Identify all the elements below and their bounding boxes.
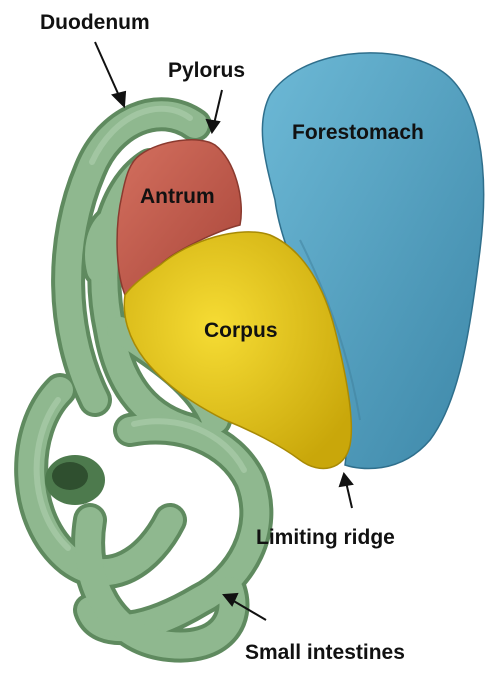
pylorus-arrow (214, 90, 222, 124)
pylorus-label: Pylorus (168, 60, 245, 81)
duodenum-label: Duodenum (40, 12, 150, 33)
duodenum-arrowhead (113, 92, 125, 106)
duodenum-arrow (95, 42, 120, 98)
limiting-ridge-label: Limiting ridge (256, 527, 395, 548)
intestine-opening (52, 462, 88, 490)
forestomach-label: Forestomach (292, 122, 424, 143)
small-intestines-label: Small intestines (245, 642, 405, 663)
corpus-label: Corpus (204, 320, 278, 341)
antrum-label: Antrum (140, 186, 215, 207)
limiting-ridge-arrow (346, 482, 352, 508)
limiting-ridge-arrowhead (340, 474, 352, 486)
